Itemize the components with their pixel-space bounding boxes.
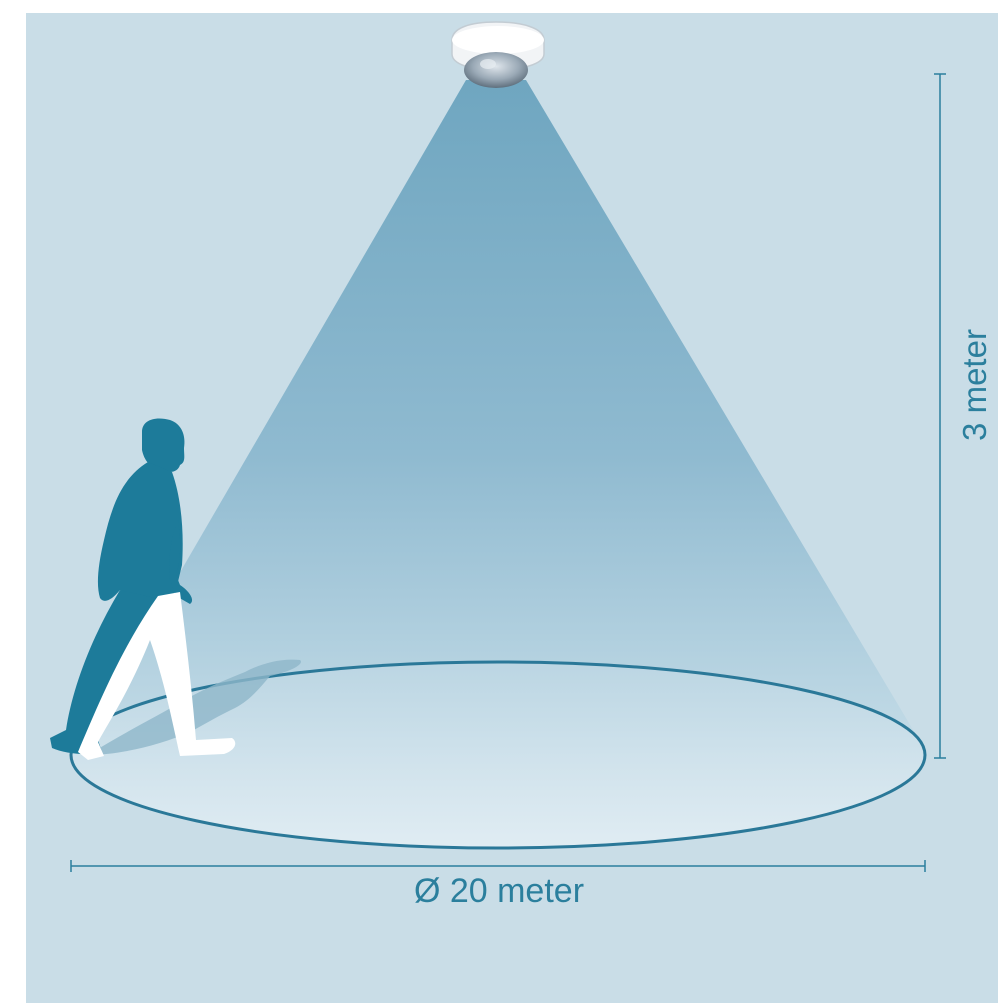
detection-area-ellipse xyxy=(71,662,925,848)
ceiling-motion-sensor-icon xyxy=(451,21,545,88)
detection-area-outline xyxy=(69,660,927,850)
diameter-dimension-line xyxy=(70,860,926,872)
diameter-label: Ø 20 meter xyxy=(413,872,585,910)
height-dimension-line xyxy=(934,73,946,759)
detection-cone xyxy=(71,80,925,760)
person-shadow xyxy=(88,659,301,755)
walking-person-icon xyxy=(50,418,236,760)
height-label: 3 meter xyxy=(956,329,993,441)
